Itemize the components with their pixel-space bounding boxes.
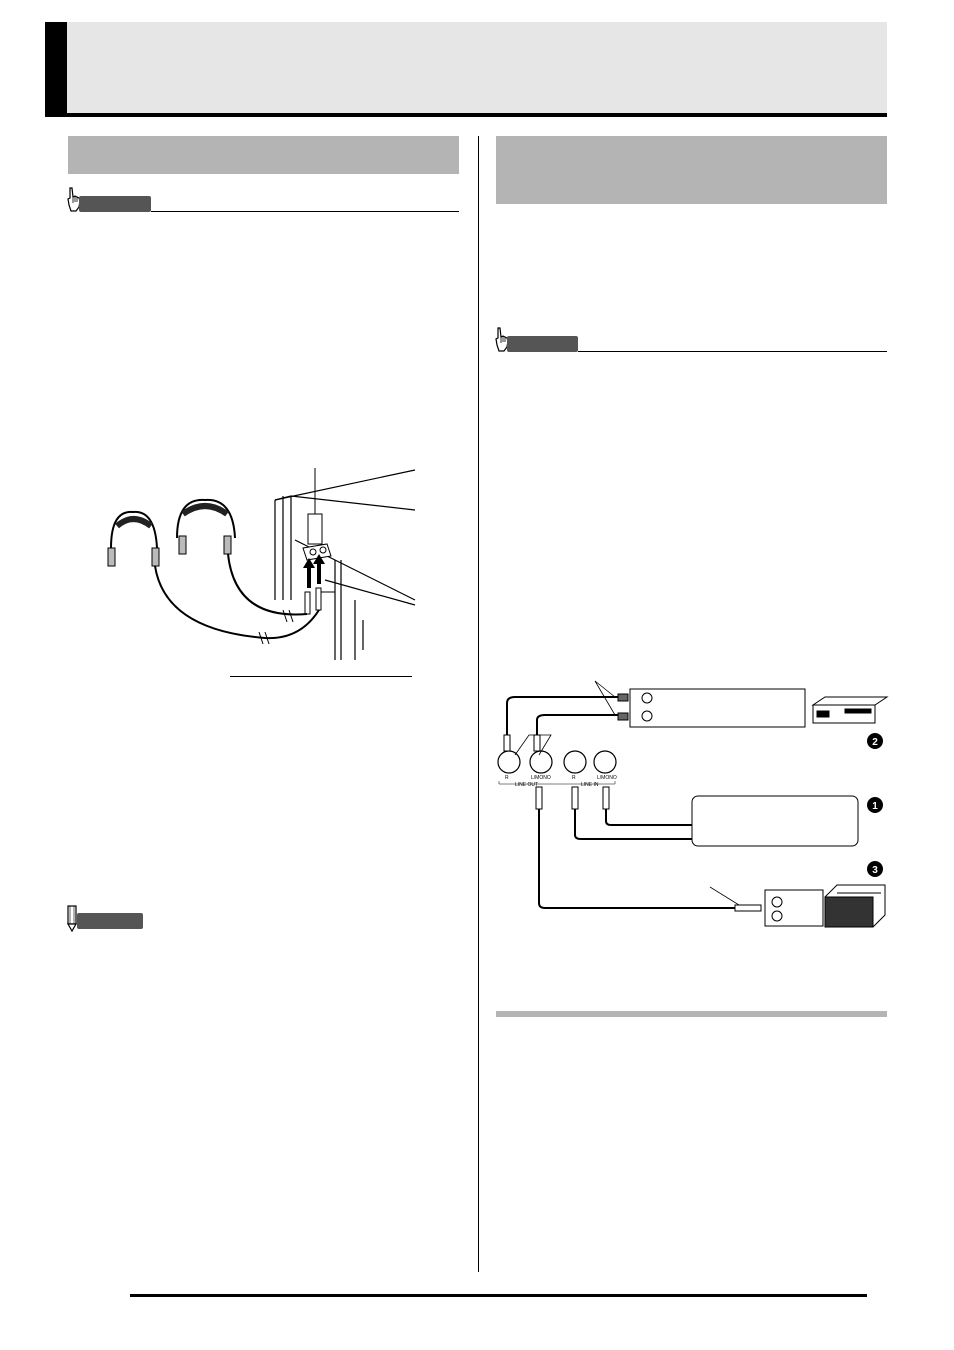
line-in-group-label: LINE IN: [581, 782, 599, 788]
pencil-icon: [66, 905, 78, 933]
important-note-pill-left: [79, 196, 151, 212]
important-note-rule-right: [578, 351, 887, 352]
subsection-rule: [496, 1011, 887, 1017]
headphones-connection-illustration: [107, 468, 416, 660]
line-out-l-label: L/MONO: [531, 775, 551, 781]
column-divider: [478, 136, 479, 1272]
line-in-source-box: [691, 795, 859, 847]
headphone-jack-panel: [302, 513, 332, 561]
chapter-header-band: [45, 22, 887, 115]
line-in-l-label: L/MONO: [597, 775, 617, 781]
line-out-group-label: LINE OUT: [515, 782, 538, 788]
chapter-header-tab: [45, 22, 67, 115]
audio-device-box: [629, 688, 806, 728]
svg-text:2: 2: [872, 737, 878, 748]
svg-text:1: 1: [872, 801, 878, 812]
footer-rule: [130, 1294, 867, 1297]
chapter-header-rule: [45, 113, 887, 117]
line-out-r-label: R: [505, 775, 509, 781]
audio-deck-icon: [811, 696, 889, 724]
amplifier-input-box: [764, 889, 824, 927]
important-note-pill-right: [507, 336, 578, 352]
line-connection-diagram: R L/MONO LINE OUT R L/MONO LINE IN 1 2 3: [497, 680, 889, 928]
headphone-cables: [154, 553, 320, 640]
svg-text:3: 3: [872, 865, 878, 876]
insert-arrows: [303, 554, 325, 588]
right-section-heading-bar: [496, 136, 887, 204]
piano-body-outline: [274, 469, 416, 660]
headphones-icon: [176, 498, 236, 555]
illustration-caption-rule: [230, 676, 412, 677]
headphones-icon: [107, 510, 160, 567]
line-in-r-label: R: [572, 775, 576, 781]
important-note-rule-left: [151, 211, 459, 212]
left-section-heading-bar: [68, 136, 459, 174]
amplifier-icon: [824, 884, 886, 928]
note-pill-left: [77, 913, 143, 929]
callout-badges: 1 2 3: [867, 733, 883, 877]
